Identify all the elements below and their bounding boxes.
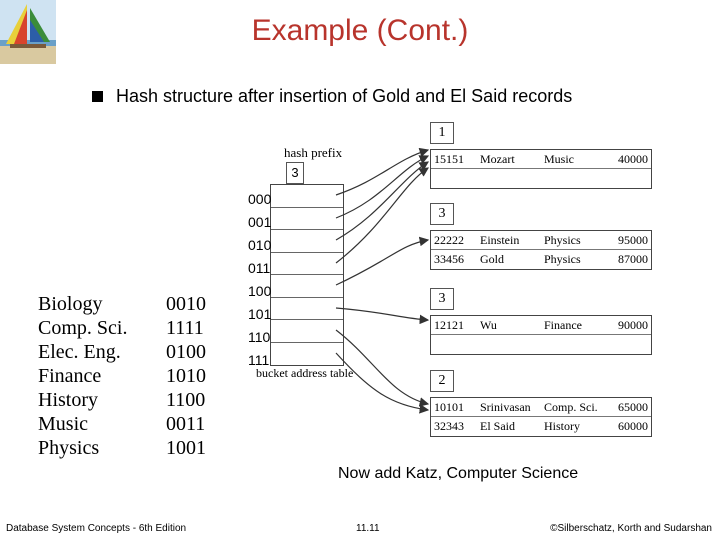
record-dept (541, 169, 613, 188)
arrow-001 (336, 156, 428, 218)
record-id (431, 169, 477, 188)
record-id (431, 335, 477, 354)
bucket-depth: 3 (430, 288, 454, 310)
record-dept: Finance (541, 316, 613, 334)
record-id: 32343 (431, 417, 477, 436)
record-salary (613, 169, 651, 188)
record-name: Srinivasan (477, 398, 541, 416)
footer-right: ©Silberschatz, Korth and Sudarshan (550, 523, 712, 534)
record-id: 12121 (431, 316, 477, 334)
arrow-101 (336, 308, 428, 320)
record-id: 15151 (431, 150, 477, 168)
footer-left: Database System Concepts - 6th Edition (6, 523, 186, 534)
arrow-011 (336, 168, 428, 263)
record-dept (541, 335, 613, 354)
record-name: El Said (477, 417, 541, 436)
record-name: Wu (477, 316, 541, 334)
record-name (477, 335, 541, 354)
record-dept: History (541, 417, 613, 436)
record-salary: 95000 (613, 231, 651, 249)
bucket-depth: 2 (430, 370, 454, 392)
record-name: Mozart (477, 150, 541, 168)
record-salary: 40000 (613, 150, 651, 168)
record-name (477, 169, 541, 188)
arrow-111 (336, 353, 428, 410)
record-dept: Music (541, 150, 613, 168)
record-salary: 65000 (613, 398, 651, 416)
bucket-record: 10101SrinivasanComp. Sci.65000 (431, 398, 651, 417)
bucket-depth: 3 (430, 203, 454, 225)
bucket-record (431, 335, 651, 354)
record-salary (613, 335, 651, 354)
record-id: 22222 (431, 231, 477, 249)
record-dept: Physics (541, 250, 613, 269)
bucket-depth: 1 (430, 122, 454, 144)
record-salary: 60000 (613, 417, 651, 436)
record-id: 10101 (431, 398, 477, 416)
footer-page-number: 11.11 (356, 523, 380, 534)
instruction-note: Now add Katz, Computer Science (338, 465, 578, 483)
record-salary: 87000 (613, 250, 651, 269)
bucket-record (431, 169, 651, 188)
record-dept: Physics (541, 231, 613, 249)
record-dept: Comp. Sci. (541, 398, 613, 416)
record-name: Gold (477, 250, 541, 269)
arrow-100 (336, 240, 428, 285)
record-name: Einstein (477, 231, 541, 249)
record-salary: 90000 (613, 316, 651, 334)
record-id: 33456 (431, 250, 477, 269)
